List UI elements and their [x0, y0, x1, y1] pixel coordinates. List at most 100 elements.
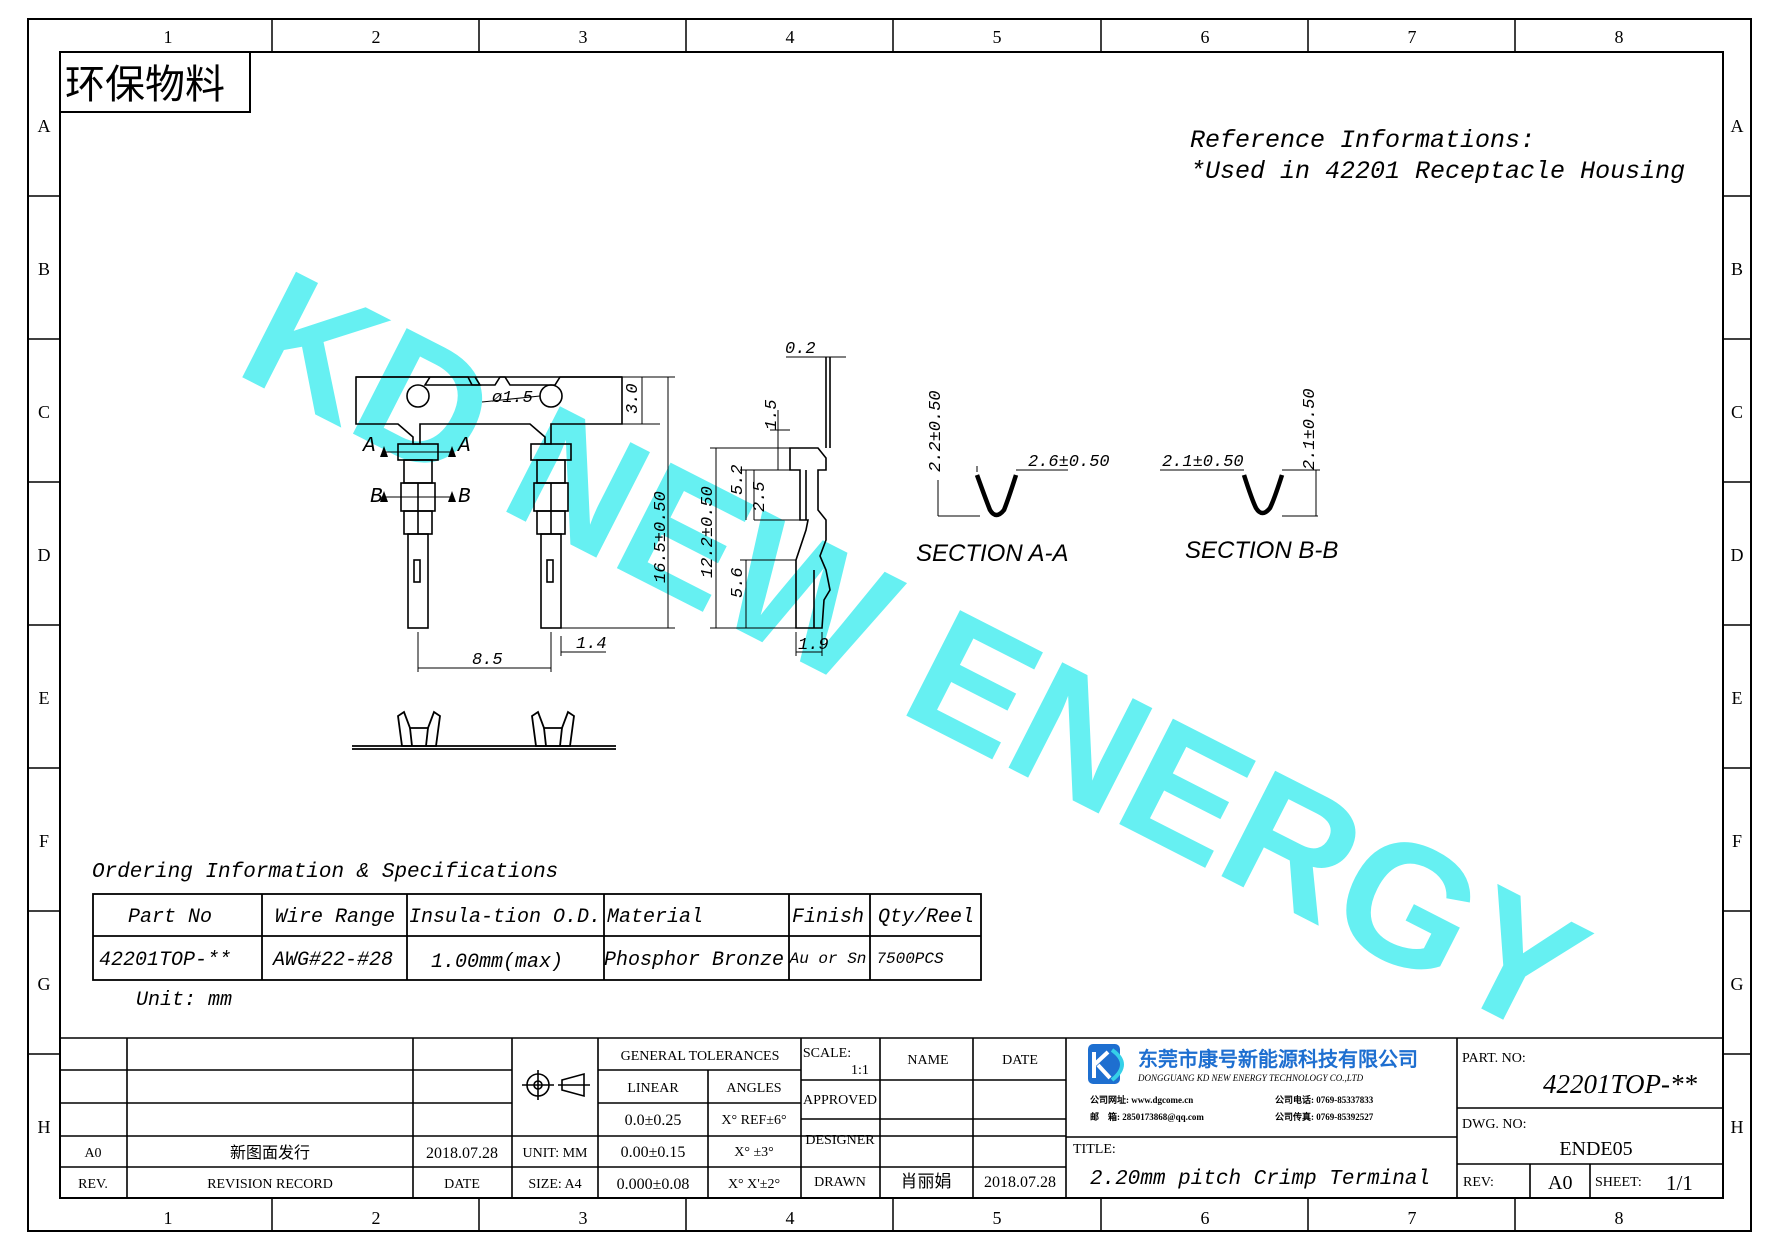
row-label-right: F	[1732, 831, 1742, 851]
section-marker-a-right: A	[456, 435, 471, 458]
rev-box-label: REV:	[1463, 1175, 1494, 1190]
row-label-left: H	[38, 1117, 51, 1137]
ordering-header: Wire Range	[275, 906, 395, 929]
part-no-value: 42201TOP-**	[1543, 1069, 1698, 1099]
reference-note: *Used in 42201 Receptacle Housing	[1190, 157, 1685, 186]
section-a-labels: 2.2±0.50 2.6±0.50 SECTION A-A	[916, 390, 1110, 567]
col-label-top: 7	[1408, 27, 1417, 47]
rev-box-value: A0	[1548, 1172, 1572, 1194]
ordering-info: Ordering Information & Specifications Pa…	[92, 861, 982, 1012]
row-label-left: D	[38, 545, 51, 565]
dim-pitch: 8.5	[472, 651, 503, 670]
section-marker-a-left: A	[361, 435, 376, 458]
section-b-labels: 2.1±0.50 2.1±0.50 SECTION B-B	[1162, 388, 1338, 564]
section-a-title: SECTION A-A	[916, 540, 1068, 567]
dim-side-length: 12.2±0.50	[699, 486, 718, 578]
col-label-top: 2	[372, 27, 381, 47]
general-tolerances-label: GENERAL TOLERANCES	[621, 1049, 780, 1064]
approved-label: APPROVED	[803, 1093, 877, 1108]
ordering-cell: 7500PCS	[876, 950, 944, 968]
ordering-header: Part No	[128, 906, 212, 929]
part-info: PART. NO: 42201TOP-** DWG. NO: ENDE05 RE…	[1462, 1051, 1698, 1195]
reference-info: Reference Informations: *Used in 42201 R…	[1190, 126, 1685, 186]
row-label-right: C	[1731, 402, 1743, 422]
side-view-dimensions	[710, 356, 846, 656]
watermark-text: KD NEW ENERGY	[215, 234, 1613, 1073]
title-block	[60, 1037, 1723, 1198]
scale-label: SCALE:	[803, 1046, 851, 1061]
col-label-top: 8	[1615, 27, 1624, 47]
section-marker-b-right: B	[458, 486, 471, 509]
col-label-bottom: 3	[579, 1208, 588, 1228]
dim-section-b-height: 2.1±0.50	[1301, 388, 1320, 470]
unit-note: Unit: mm	[136, 989, 232, 1012]
drawing-title: TITLE: 2.20mm pitch Crimp Terminal	[1073, 1142, 1430, 1191]
drawn-name: 肖丽娟	[901, 1172, 952, 1191]
ordering-header: Finish	[792, 906, 864, 929]
row-label-right: G	[1731, 974, 1744, 994]
front-view-dimensions	[384, 376, 675, 672]
ordering-cell: 42201TOP-**	[99, 949, 231, 972]
linear-label: LINEAR	[627, 1081, 679, 1096]
col-label-bottom: 5	[993, 1208, 1002, 1228]
section-marker-b-left: B	[370, 486, 383, 509]
ordering-cell: 1.00mm(max)	[431, 951, 563, 974]
unit-label: UNIT: MM	[522, 1146, 588, 1161]
ordering-cell: Phosphor Bronze	[604, 949, 784, 972]
title-value: 2.20mm pitch Crimp Terminal	[1090, 1168, 1430, 1191]
part-no-label: PART. NO:	[1462, 1051, 1526, 1066]
angle-tolerance: X° X'±2°	[728, 1177, 780, 1192]
name-col-label: NAME	[907, 1053, 948, 1068]
eco-badge-text: 环保物料	[65, 62, 225, 107]
ordering-title: Ordering Information & Specifications	[92, 861, 558, 884]
dwg-no-label: DWG. NO:	[1462, 1117, 1527, 1132]
dim-side-width: 1.9	[798, 636, 829, 655]
revision-record-label: REVISION RECORD	[207, 1177, 333, 1192]
sheet-label: SHEET:	[1595, 1175, 1642, 1190]
ordering-cell: AWG#22-#28	[271, 949, 393, 972]
rev-entry: A0	[84, 1146, 101, 1161]
dim-side-c: 2.5	[751, 481, 770, 512]
terminal-front-view	[355, 376, 623, 629]
linear-tolerance: 0.00±0.15	[621, 1144, 686, 1161]
dwg-no-value: ENDE05	[1559, 1138, 1632, 1160]
dim-overall-length: 16.5±0.50	[652, 491, 671, 583]
dim-section-b-width: 2.1±0.50	[1162, 453, 1244, 472]
front-view-arrows	[380, 446, 456, 502]
company-contact: 公司电话: 0769-85337833	[1275, 1094, 1374, 1105]
row-label-left: E	[39, 688, 50, 708]
linear-tolerance: 0.0±0.25	[625, 1112, 682, 1129]
section-b-b	[1160, 469, 1320, 517]
dim-side-a: 1.5	[763, 399, 782, 430]
col-label-bottom: 6	[1201, 1208, 1210, 1228]
reference-heading: Reference Informations:	[1190, 126, 1535, 155]
rev-date-entry: 2018.07.28	[426, 1145, 498, 1162]
row-label-right: D	[1731, 545, 1744, 565]
row-label-right: E	[1732, 688, 1743, 708]
dim-tail-width: 1.4	[576, 635, 607, 654]
col-label-bottom: 4	[786, 1208, 795, 1228]
sheet-value: 1/1	[1666, 1171, 1693, 1195]
dim-side-d: 5.6	[729, 567, 748, 598]
row-label-right: H	[1731, 1117, 1744, 1137]
row-label-left: A	[38, 116, 51, 136]
row-label-right: A	[1731, 116, 1744, 136]
col-label-top: 4	[786, 27, 795, 47]
title-label: TITLE:	[1073, 1142, 1116, 1157]
row-label-left: F	[39, 831, 49, 851]
side-view-labels: 0.2 12.2±0.50 1.5 5.2 2.5 5.6 1.9	[699, 340, 829, 655]
title-block-text: A0 新图面发行 2018.07.28 REV. REVISION RECORD…	[78, 1046, 1056, 1193]
scale-value: 1:1	[851, 1063, 869, 1078]
size-label: SIZE: A4	[528, 1177, 581, 1192]
ordering-header: Material	[607, 906, 703, 929]
col-label-bottom: 1	[164, 1208, 173, 1228]
section-b-title: SECTION B-B	[1185, 537, 1338, 564]
angles-label: ANGLES	[726, 1081, 781, 1096]
terminal-bottom-view	[352, 710, 616, 750]
dim-thickness: 0.2	[785, 340, 816, 359]
col-label-top: 1	[164, 27, 173, 47]
row-label-left: B	[38, 259, 50, 279]
col-label-bottom: 8	[1615, 1208, 1624, 1228]
dim-hole-diameter: ø1.5	[492, 389, 533, 408]
